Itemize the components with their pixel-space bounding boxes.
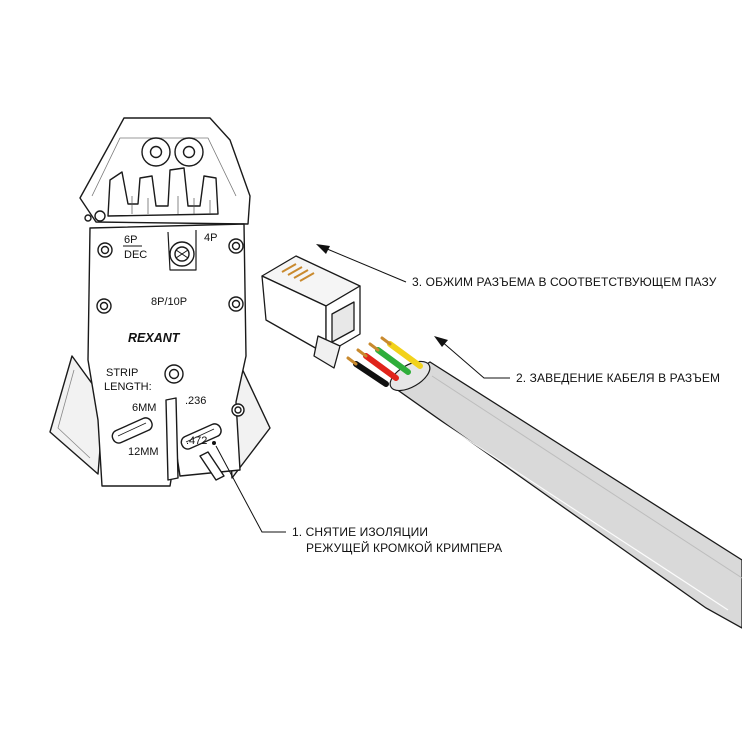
crimping-tool xyxy=(49,117,271,487)
tool-label-472: .472 xyxy=(186,435,207,447)
tool-labels: 6P DEC 4P 8P/10P REXANT STRIP LENGTH: 6M… xyxy=(104,232,217,458)
arrow-step3 xyxy=(319,245,407,283)
tool-label-6p: 6P xyxy=(124,234,137,246)
strip-blade-6mm xyxy=(111,417,153,444)
tool-label-dec: DEC xyxy=(124,249,147,261)
callout-lines xyxy=(212,244,510,533)
tool-label-length: LENGTH: xyxy=(104,381,152,393)
wire-green xyxy=(375,347,411,375)
tool-crimp-teeth xyxy=(107,167,219,217)
callout-step1-line1: 1. СНЯТИЕ ИЗОЛЯЦИИ xyxy=(292,525,428,539)
tool-brand-logo: REXANT xyxy=(128,331,181,345)
callout-step3: 3. ОБЖИМ РАЗЪЕМА В СООТВЕТСТВУЮЩЕМ ПАЗУ xyxy=(412,275,717,289)
tool-label-strip: STRIP xyxy=(106,367,138,379)
tool-label-6mm: 6MM xyxy=(132,402,156,414)
connector-contacts xyxy=(281,263,315,282)
strip-guide xyxy=(165,397,179,481)
callout-step1-line2: РЕЖУЩЕЙ КРОМКОЙ КРИМПЕРА xyxy=(306,540,502,555)
callout-step2: 2. ЗАВЕДЕНИЕ КАБЕЛЯ В РАЗЪЕМ xyxy=(516,371,720,385)
leader-step1 xyxy=(215,445,286,533)
cable-jacket xyxy=(390,361,742,629)
wire-black xyxy=(353,361,389,387)
arrow-step2 xyxy=(439,339,510,379)
flat-cable xyxy=(346,336,742,629)
tool-label-236: .236 xyxy=(185,395,206,407)
rj-connector xyxy=(261,255,361,369)
tool-label-8p10p: 8P/10P xyxy=(151,296,187,308)
wire-red xyxy=(363,353,399,381)
connector-latch xyxy=(313,335,341,369)
wire-yellow xyxy=(387,341,423,369)
tool-label-4p: 4P xyxy=(204,232,217,244)
tool-label-12mm: 12MM xyxy=(128,446,159,458)
